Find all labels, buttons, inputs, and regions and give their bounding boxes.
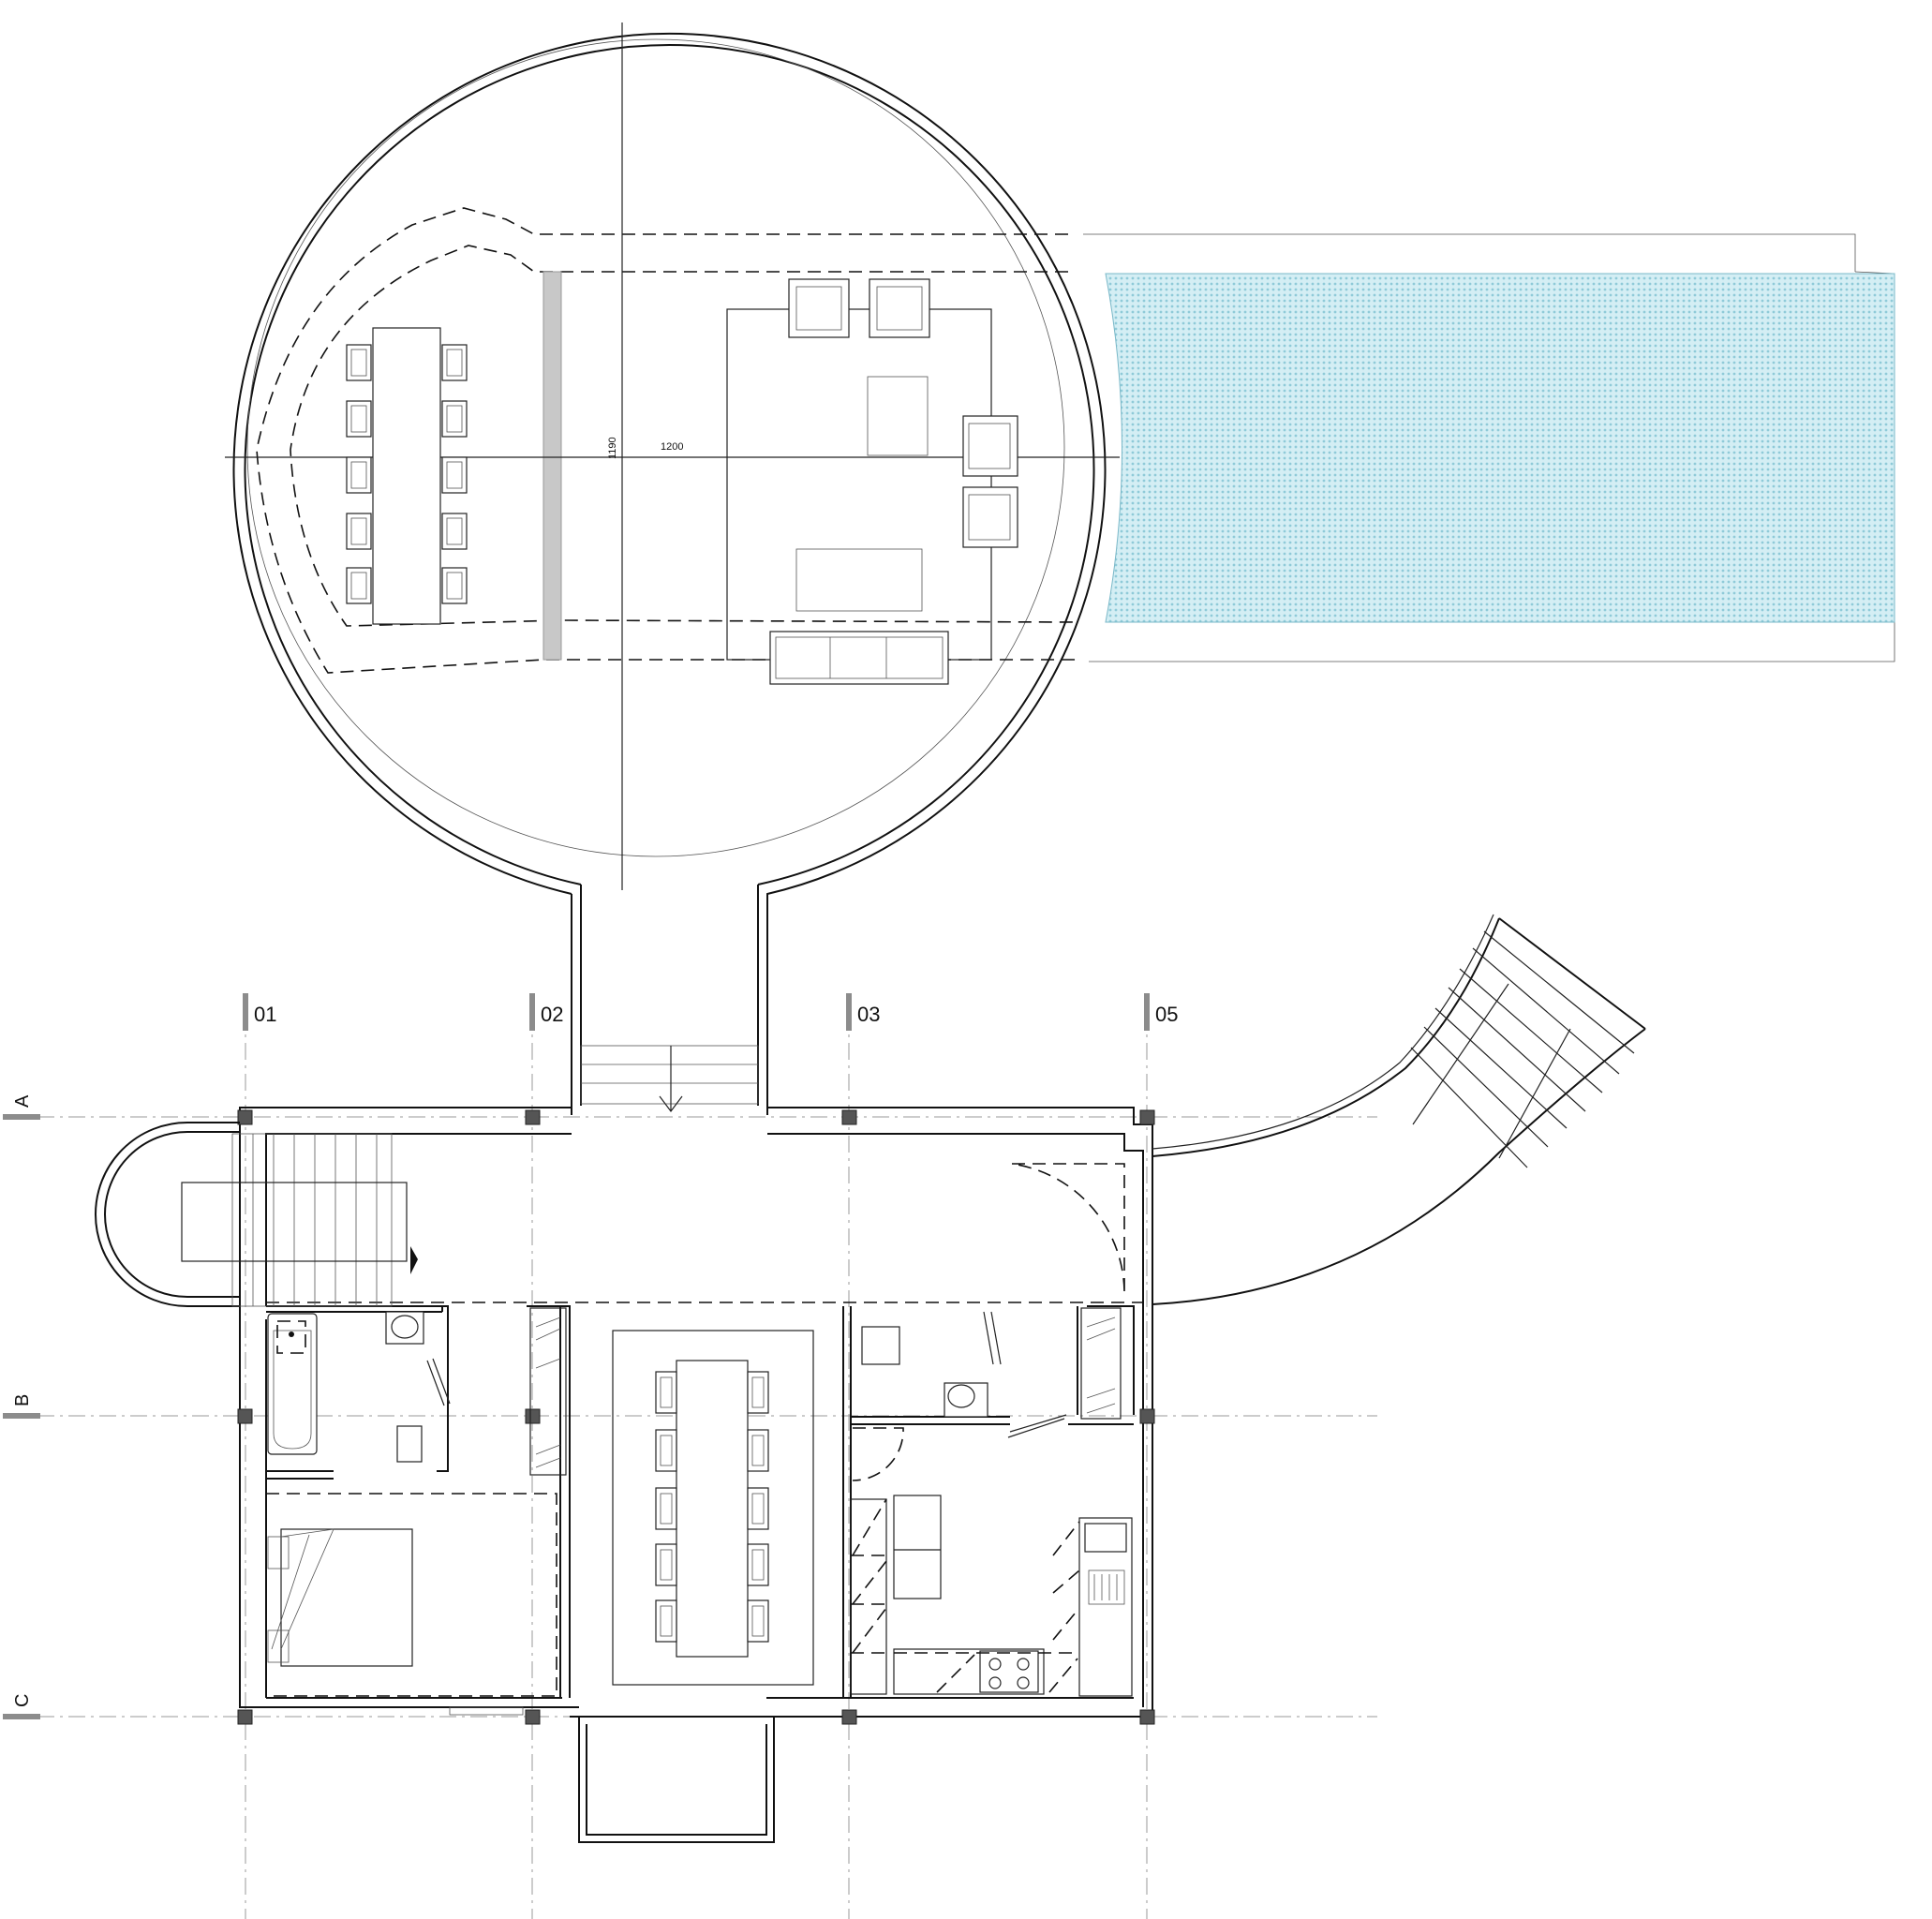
armchair	[962, 486, 1018, 548]
axis-label-02: 02	[541, 1003, 563, 1026]
grid-axis-01: 01	[243, 993, 276, 1031]
armchair	[869, 278, 930, 338]
grid-marker	[529, 993, 535, 1031]
washbasin	[944, 1382, 988, 1418]
sink	[1084, 1523, 1127, 1553]
armchair	[788, 278, 850, 338]
wardrobe-left	[529, 1307, 567, 1476]
grid-axis-05: 05	[1144, 993, 1178, 1031]
cooktop	[979, 1650, 1039, 1693]
pavilion-dining-set	[346, 327, 468, 625]
grid-marker	[243, 993, 248, 1031]
dining-chairs	[655, 1371, 769, 1643]
grid-axis-b: B	[3, 1394, 40, 1419]
bathroom-left	[267, 1311, 451, 1463]
toilet	[861, 1326, 900, 1365]
tall-unit	[893, 1495, 942, 1599]
coffee-table	[795, 548, 923, 612]
left-stair-apse	[95, 1122, 418, 1307]
columns	[237, 1109, 1155, 1725]
kitchen-counter-right	[1078, 1517, 1133, 1697]
side-table	[867, 376, 929, 456]
axis-label-01: 01	[254, 1003, 276, 1026]
grid-axis-02: 02	[529, 993, 563, 1031]
bedroom-window	[449, 1706, 524, 1716]
chairs-right	[441, 344, 468, 604]
toilet	[396, 1425, 423, 1463]
axis-label-a: A	[12, 1094, 33, 1108]
circular-pavilion: 1200 1190	[225, 22, 1120, 1115]
washbasin	[385, 1311, 424, 1345]
dining-rug	[612, 1330, 814, 1686]
pavilion-dining-table	[372, 327, 441, 625]
grid-marker	[3, 1114, 40, 1120]
curved-outdoor-stair	[1152, 914, 1646, 1305]
sofa	[769, 631, 949, 685]
axis-label-c: C	[12, 1694, 33, 1707]
gray-screen-wall	[542, 271, 562, 661]
dimension-label-width: 1200	[661, 441, 683, 453]
axis-label-b: B	[12, 1394, 33, 1406]
stair-arrow-icon	[410, 1246, 418, 1274]
dimension-label-depth: 1190	[607, 437, 618, 459]
grid-axis-c: C	[3, 1694, 40, 1719]
bathtub	[267, 1313, 318, 1455]
bathroom-right	[852, 1311, 1067, 1481]
entrance-steps	[580, 1045, 759, 1112]
kitchen-counter-left	[850, 1498, 887, 1695]
armchair	[962, 415, 1018, 477]
grid-marker	[3, 1413, 40, 1419]
chairs-left	[346, 344, 372, 604]
dining-table	[676, 1360, 749, 1658]
wardrobe-right	[1080, 1307, 1122, 1420]
pool	[1083, 233, 1895, 662]
kitchen-counter-bottom	[893, 1648, 1045, 1695]
grid-marker	[846, 993, 852, 1031]
axis-label-03: 03	[857, 1003, 880, 1026]
grid-marker	[1144, 993, 1150, 1031]
stair-landing	[181, 1182, 408, 1262]
lounge-rug	[726, 308, 992, 661]
grid-marker	[3, 1714, 40, 1719]
entrance-door	[1011, 1163, 1125, 1296]
kitchen	[850, 1495, 1133, 1697]
grid-axis-a: A	[3, 1094, 40, 1120]
dining-room	[612, 1330, 814, 1686]
grid-axis-03: 03	[846, 993, 880, 1031]
pavilion-lounge	[726, 278, 1018, 685]
axis-label-05: 05	[1155, 1003, 1178, 1026]
double-bed	[280, 1528, 413, 1667]
bedroom	[265, 1493, 557, 1716]
pool-water	[1105, 273, 1895, 623]
